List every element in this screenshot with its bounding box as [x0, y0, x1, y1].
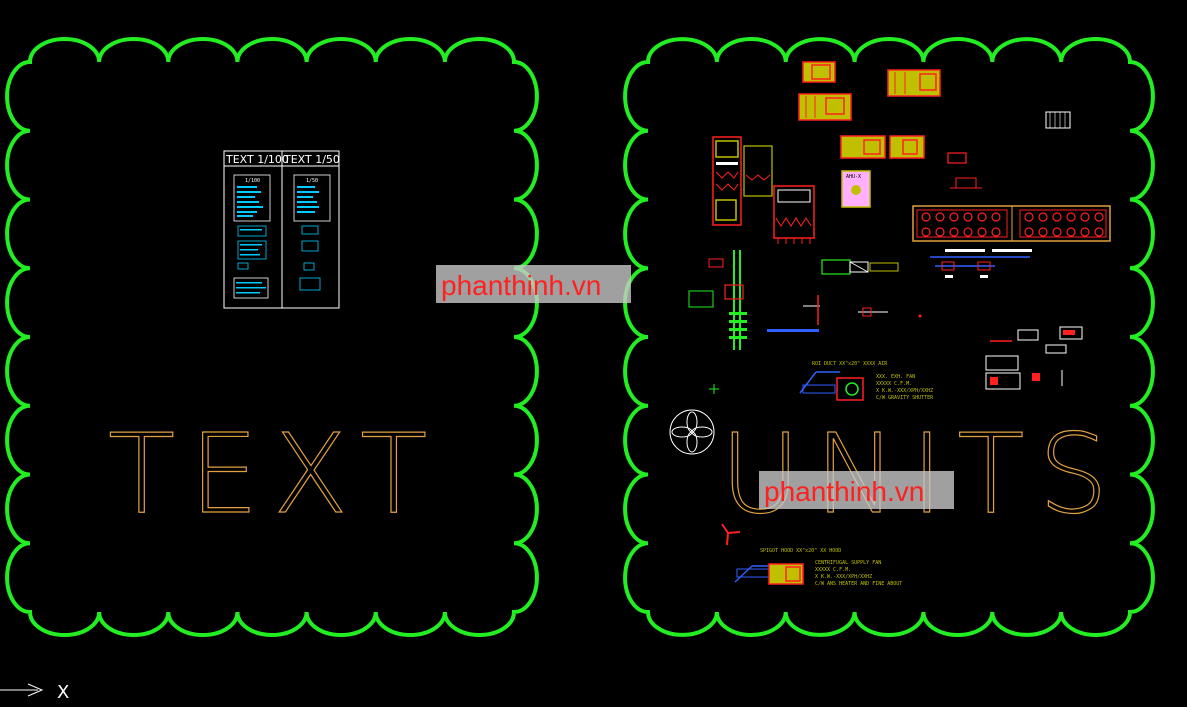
- ahu-unit-3[interactable]: [798, 93, 852, 121]
- ucs-x-axis-label: X: [57, 682, 69, 703]
- misc-duct-items[interactable]: [767, 295, 922, 332]
- text-scale-table[interactable]: TEXT 1/100 TEXT 1/50 1/100 1/50: [223, 150, 340, 309]
- supply-fan-note-1: CENTRIFUGAL SUPPLY FAN: [815, 560, 881, 566]
- ahu-label-box[interactable]: AHU-X: [841, 170, 871, 208]
- chiller-compressor-circle: [1080, 227, 1090, 237]
- chiller-compressor-circle: [991, 227, 1001, 237]
- grille-symbol[interactable]: [1045, 111, 1071, 129]
- chiller-compressor-circle: [949, 212, 959, 222]
- chiller-compressor-circle: [1080, 212, 1090, 222]
- table-header-1-50: TEXT 1/50: [283, 153, 340, 166]
- watermark-2: phanthinh.vn: [759, 471, 954, 509]
- chiller-compressor-circle: [1052, 227, 1062, 237]
- propeller-fan-symbol[interactable]: [669, 409, 715, 455]
- col1-text-samples: [237, 186, 263, 217]
- chiller-bank[interactable]: [912, 205, 1111, 242]
- col2-text-samples: [297, 186, 319, 213]
- fan-unit-small-1[interactable]: [840, 135, 886, 159]
- air-handler-coil[interactable]: [773, 185, 815, 244]
- exhaust-fan-note-2: XXXXX C.F.M.: [876, 381, 912, 387]
- chiller-compressor-circle: [949, 227, 959, 237]
- fan-unit-small-2[interactable]: [889, 135, 925, 159]
- supply-fan-note-3: X K.W.-XXX/XPH/XXHZ: [815, 574, 872, 580]
- ahu-unit-2[interactable]: [887, 69, 941, 97]
- right-revision-cloud: [623, 37, 1155, 637]
- watermark-1: phanthinh.vn: [436, 265, 631, 303]
- exhaust-fan-note-4: C/W GRAVITY SHUTTER: [876, 395, 934, 401]
- table-header-1-100: TEXT 1/100: [225, 153, 289, 166]
- chiller-compressor-circle: [1024, 212, 1034, 222]
- exhaust-fan-note-3: X K.W.-XXX/XPH/XXHZ: [876, 388, 933, 394]
- chiller-compressor-circle: [977, 227, 987, 237]
- watermark-text-2: phanthinh.vn: [764, 476, 924, 507]
- chiller-compressor-circle: [1038, 227, 1048, 237]
- chiller-compressor-circle: [977, 212, 987, 222]
- supply-fan-note-2: XXXXX C.F.M.: [815, 567, 851, 573]
- chiller-compressor-circle: [1094, 227, 1104, 237]
- chiller-compressor-circle: [1024, 227, 1034, 237]
- left-revision-cloud: [5, 37, 539, 637]
- col2-scale-label: 1/50: [306, 178, 318, 184]
- exhaust-fan-symbol[interactable]: [799, 371, 864, 401]
- watermark-text-1: phanthinh.vn: [441, 270, 601, 301]
- ahu-label-text: AHU-X: [846, 174, 861, 180]
- ucs-icon: [0, 683, 44, 697]
- axial-fan-symbol[interactable]: [721, 523, 741, 546]
- unit-blocks[interactable]: AHU-X: [669, 61, 1111, 587]
- chiller-compressor-circle: [921, 227, 931, 237]
- chiller-compressor-circle: [1066, 227, 1076, 237]
- chiller-compressor-circle: [935, 212, 945, 222]
- chiller-compressor-circle: [935, 227, 945, 237]
- duct-note-1: ROI DUCT XX"x20" XXXX AIR: [812, 361, 888, 367]
- duct-note-2: SPIGOT HOOD XX"x20" XX HOOD: [760, 548, 841, 554]
- chiller-compressor-circle: [921, 212, 931, 222]
- pump-valve-group[interactable]: [930, 249, 1032, 278]
- chiller-compressor-circle: [1094, 212, 1104, 222]
- chiller-compressor-circle: [1038, 212, 1048, 222]
- chiller-compressor-circle: [991, 212, 1001, 222]
- chiller-compressor-circle: [1066, 212, 1076, 222]
- exhaust-fan-note-1: XXX. EXH. FAN: [876, 374, 915, 380]
- vertical-riser[interactable]: [688, 250, 747, 350]
- big-text-label: TEXT: [108, 410, 441, 538]
- chiller-compressor-circle: [1052, 212, 1062, 222]
- fcu-small[interactable]: [947, 152, 982, 189]
- ahu-tall-unit[interactable]: [712, 136, 773, 226]
- supply-fan-symbol[interactable]: [734, 563, 804, 585]
- chiller-compressor-circle: [963, 227, 973, 237]
- col1-scale-label: 1/100: [245, 178, 260, 184]
- chiller-compressor-circle: [963, 212, 973, 222]
- inline-duct-fan[interactable]: [821, 259, 899, 275]
- side-detail-boxes[interactable]: [985, 326, 1083, 390]
- supply-fan-note-4: C/W ANS HEATER AND FINE ABOUT: [815, 581, 902, 587]
- ahu-unit-1[interactable]: [802, 61, 836, 83]
